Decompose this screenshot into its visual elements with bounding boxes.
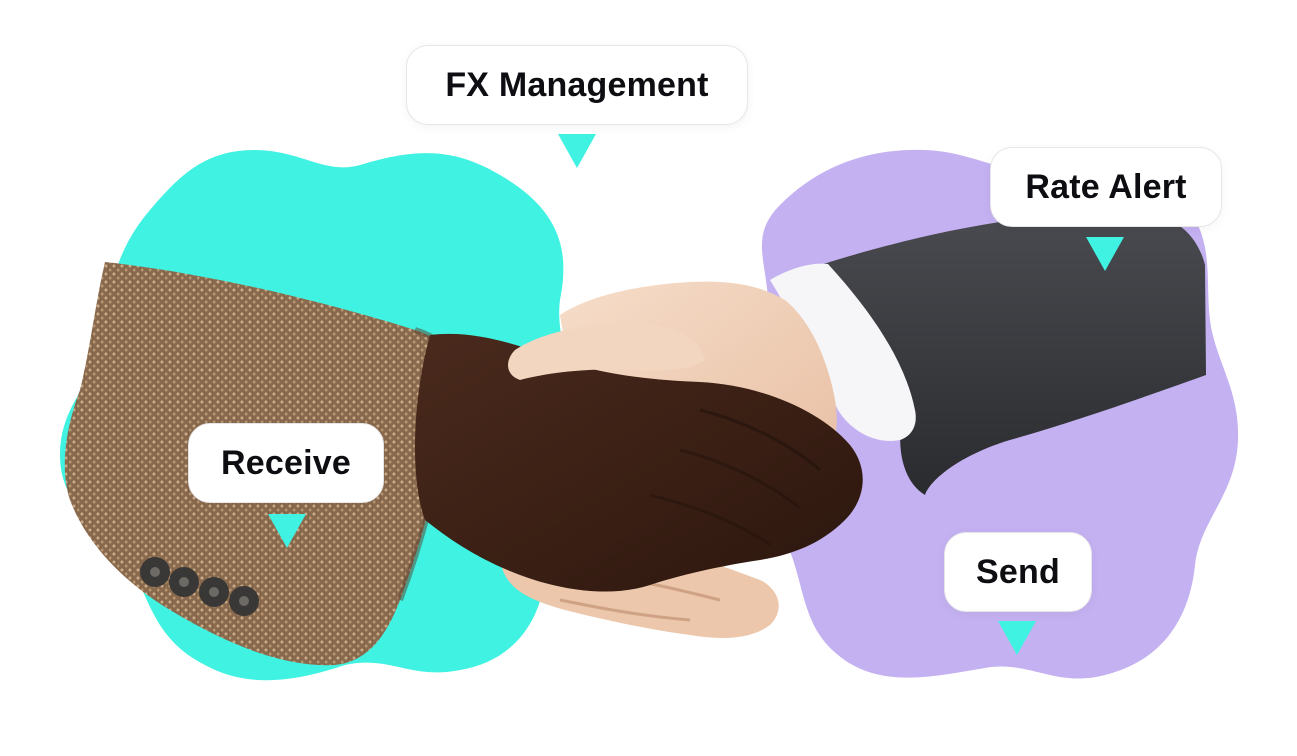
rate-alert-pointer-icon: [1086, 237, 1124, 271]
receive-label: Receive: [188, 423, 384, 503]
fx-management-pointer-icon: [558, 134, 596, 168]
receive-pointer-icon: [268, 514, 306, 548]
send-label: Send: [944, 532, 1092, 612]
sleeve-buttons: [140, 557, 259, 616]
send-pointer-icon: [998, 621, 1036, 655]
dark-hand: [414, 333, 863, 592]
suit-sleeve: [820, 209, 1206, 495]
light-thumb: [508, 323, 705, 380]
shirt-cuff: [770, 263, 916, 441]
rate-alert-label: Rate Alert: [990, 147, 1222, 227]
fx-management-label: FX Management: [406, 45, 748, 125]
